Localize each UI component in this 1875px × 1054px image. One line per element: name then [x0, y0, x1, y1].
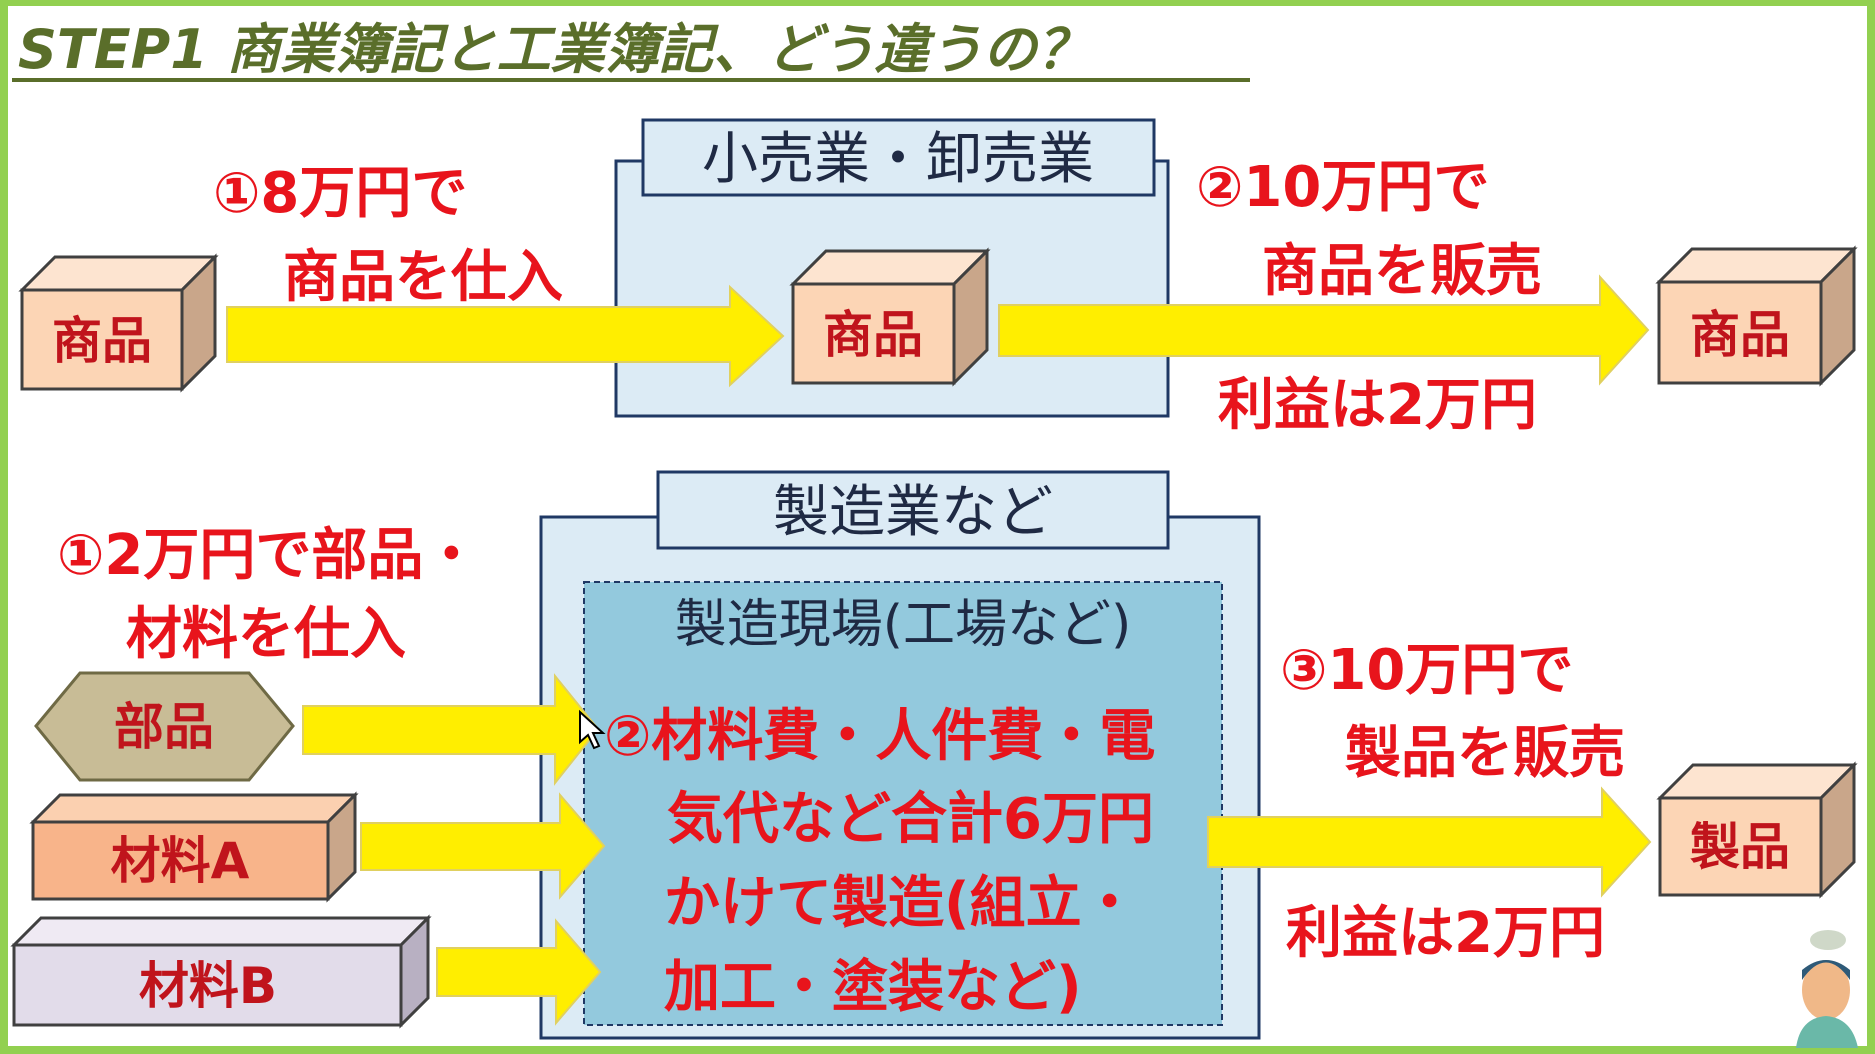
process-text-2: 気代など合計6万円 [667, 787, 1154, 852]
mfg-buy-text-2: 材料を仕入 [126, 602, 406, 667]
factory-panel [583, 581, 1223, 1026]
retail-sell-text-1: ②10万円で [1196, 155, 1489, 220]
retail-buy-text-1: ①8万円で [213, 161, 467, 226]
process-text-3: かけて製造(組立・ [664, 871, 1138, 936]
arrow-purchase [226, 284, 785, 388]
retail-sell-text-2: 商品を販売 [1262, 239, 1542, 304]
parts-hexagon: 部品 [34, 671, 295, 782]
svg-text:商品: 商品 [52, 312, 152, 370]
svg-text:部品: 部品 [114, 698, 214, 756]
arrow-material-a [360, 792, 606, 900]
svg-text:材料B: 材料B [139, 957, 277, 1015]
slide-title: STEP1 商業簿記と工業簿記、どう違うの？ [18, 18, 1091, 81]
factory-label: 製造現場(工場など) [675, 595, 1132, 655]
presenter-avatar [1796, 930, 1858, 1048]
process-text-4: 加工・塗装など) [664, 955, 1082, 1020]
mfg-sell-text-1: ③10万円で [1280, 638, 1573, 703]
material-a-box: 材料A [29, 791, 359, 903]
retail-buy-text-2: 商品を仕入 [283, 245, 563, 310]
material-b-box: 材料B [10, 914, 432, 1029]
arrow-product-sale [1207, 786, 1652, 898]
retail-profit-text: 利益は2万円 [1218, 373, 1537, 438]
goods-box-right: 商品 [1655, 245, 1858, 387]
arrow-material-b [436, 918, 602, 1026]
retail-label: 小売業・卸売業 [702, 127, 1094, 192]
goods-box-left: 商品 [18, 253, 219, 393]
product-box: 製品 [1656, 761, 1858, 899]
retail-label-box [641, 118, 1156, 197]
process-text-1: ②材料費・人件費・電 [604, 704, 1155, 769]
svg-text:商品: 商品 [1690, 306, 1790, 364]
arrow-sale [998, 274, 1650, 386]
arrow-parts [302, 673, 600, 786]
svg-text:材料A: 材料A [111, 832, 250, 890]
mfg-sell-text-2: 製品を販売 [1345, 721, 1625, 786]
mfg-buy-text-1: ①2万円で部品・ [57, 523, 479, 588]
manufacturing-label: 製造業など [773, 480, 1053, 545]
goods-box-middle: 商品 [789, 247, 991, 387]
mouse-cursor-icon [579, 709, 606, 750]
svg-text:製品: 製品 [1690, 818, 1790, 876]
manufacturing-label-box [656, 470, 1170, 550]
mfg-profit-text: 利益は2万円 [1286, 901, 1605, 966]
svg-text:商品: 商品 [823, 306, 923, 364]
